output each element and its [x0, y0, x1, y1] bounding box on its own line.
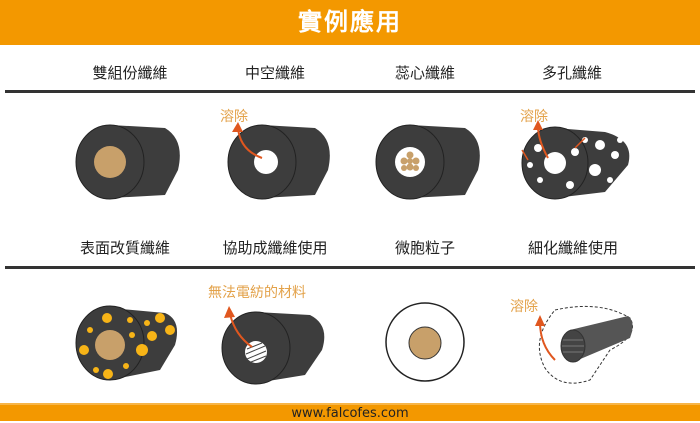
divider	[5, 266, 695, 269]
micelle-particle-icon	[385, 302, 465, 382]
label-micelle-particle: 微胞粒子	[394, 239, 455, 257]
porous-fiber-icon	[521, 120, 630, 200]
label-refine-fiber: 細化纖維使用	[527, 239, 618, 257]
note-dissolve-porous: 溶除	[520, 109, 548, 125]
label-assist-fiber: 協助成纖維使用	[222, 239, 328, 257]
divider	[5, 90, 695, 93]
label-bicomponent-fiber: 雙組份纖維	[92, 64, 168, 82]
surface-modified-fiber-icon	[75, 305, 178, 381]
page-title: 實例應用	[0, 0, 700, 45]
hollow-fiber-icon	[227, 122, 330, 200]
refine-fiber-icon	[535, 305, 633, 384]
label-surface-modified-fiber: 表面改質纖維	[79, 239, 170, 257]
label-hollow-fiber: 中空纖維	[244, 64, 305, 82]
label-porous-fiber: 多孔纖維	[541, 64, 602, 82]
note-dissolve-hollow: 溶除	[220, 109, 248, 125]
note-dissolve-refine: 溶除	[510, 299, 538, 315]
assist-fiber-icon	[221, 306, 325, 385]
label-core-fiber: 蕊心纖維	[394, 64, 455, 82]
footer-url[interactable]: www.falcofes.com	[0, 403, 700, 421]
note-non-electrospinnable: 無法電紡的材料	[208, 285, 306, 301]
core-fiber-icon	[375, 124, 480, 200]
bicomponent-fiber-icon	[75, 124, 180, 200]
